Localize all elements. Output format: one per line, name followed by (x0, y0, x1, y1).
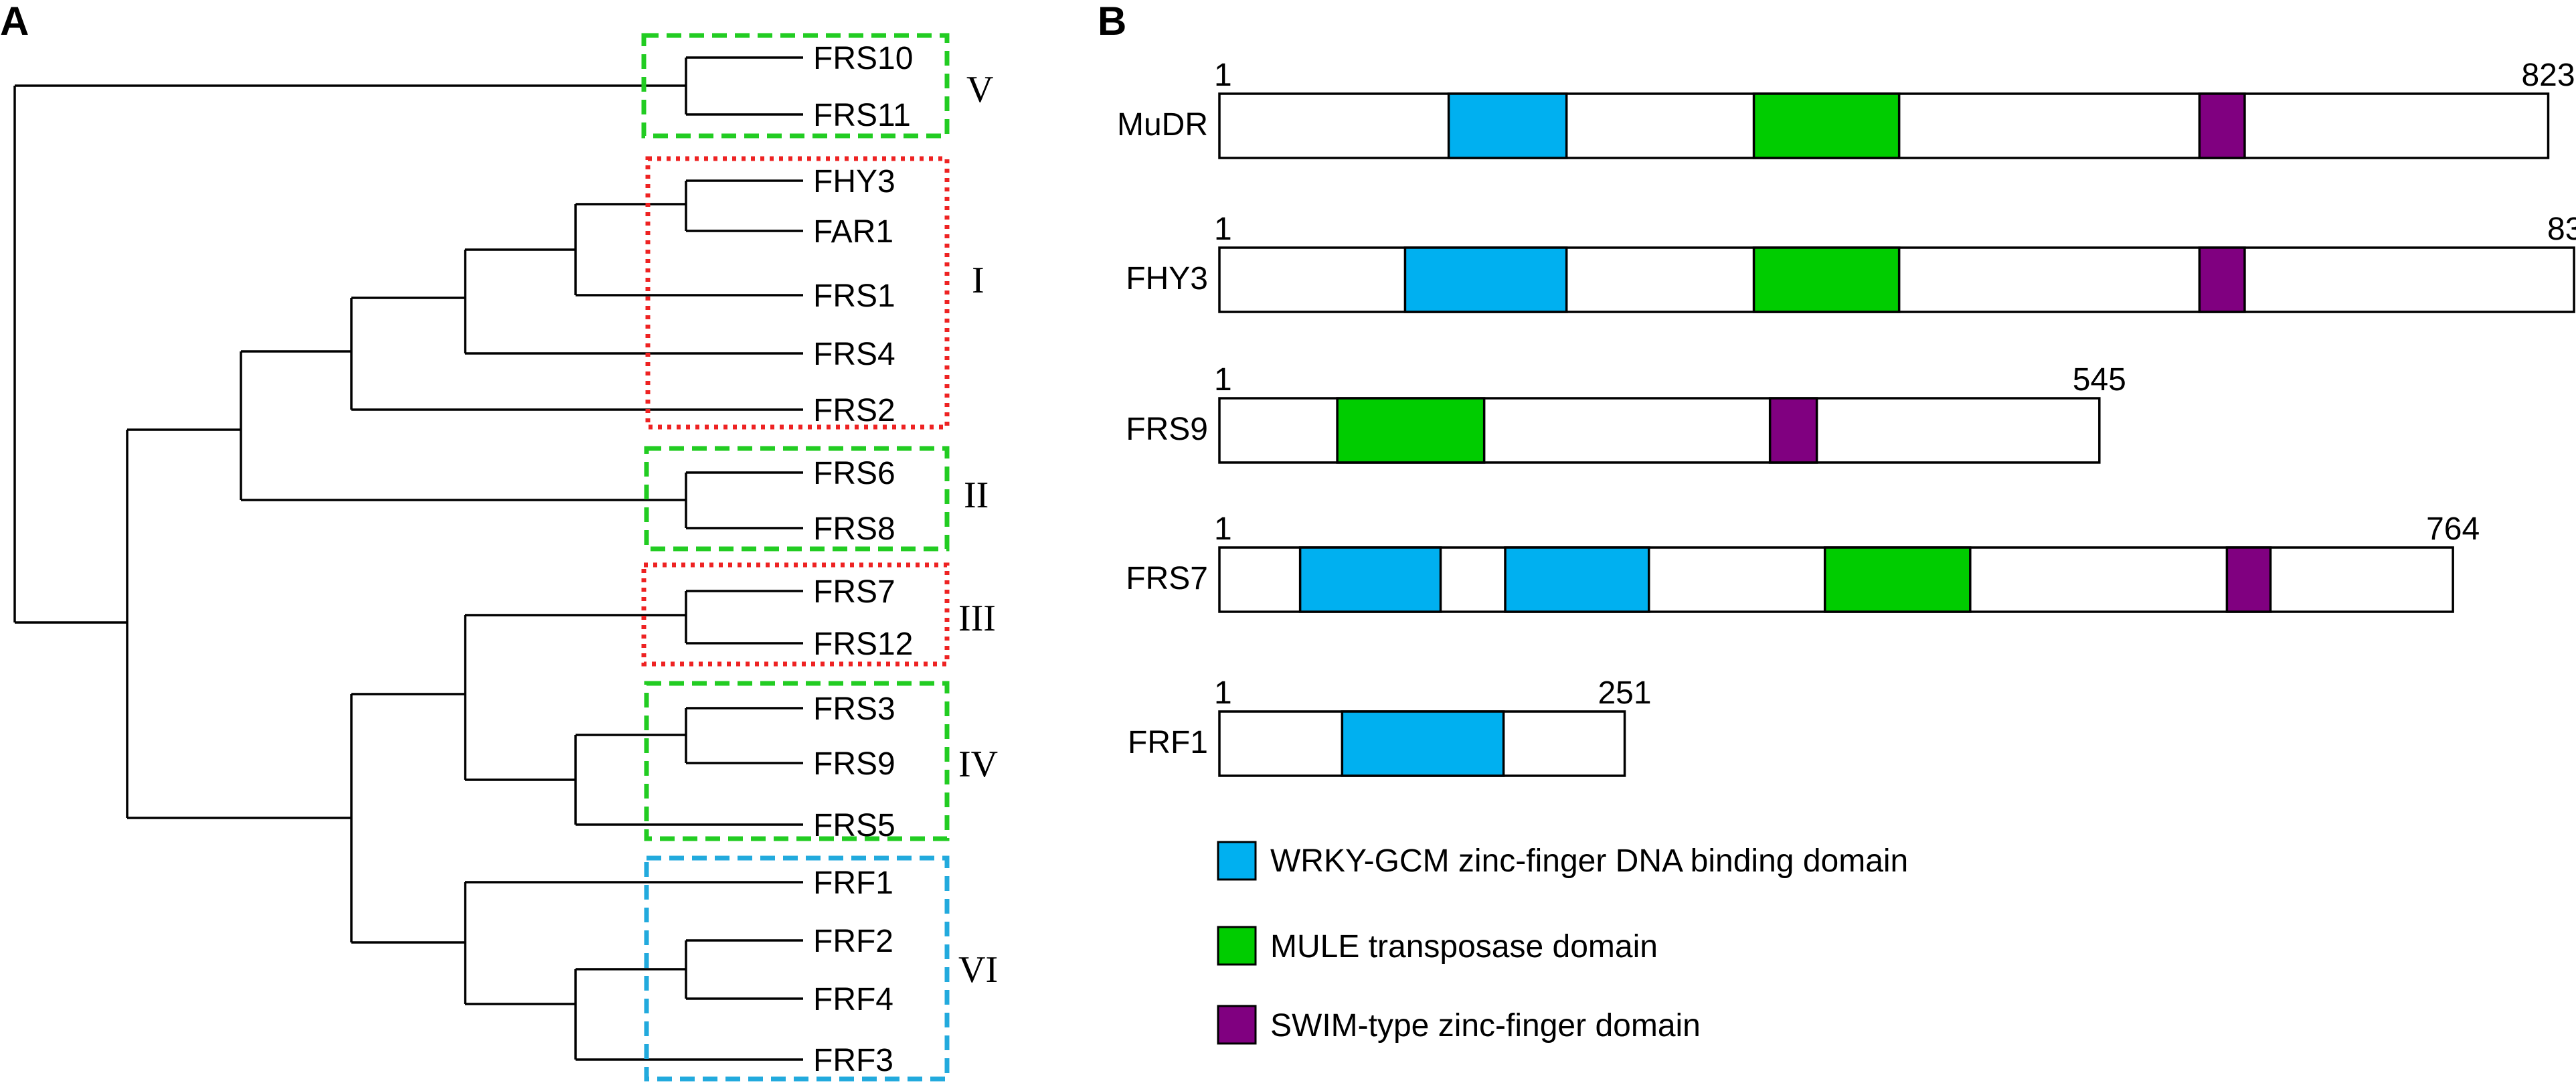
clade-group-boxes: V I II III IV VI (641, 33, 998, 1082)
group-label-vi: VI (958, 949, 998, 991)
leaf-label: FRS11 (813, 98, 911, 133)
leaf-label: FRF2 (813, 924, 893, 959)
length-label: 823 (2521, 58, 2575, 93)
leaf-label: FHY3 (813, 164, 895, 199)
protein-name-frs7: FRS7 (1126, 561, 1208, 596)
leaf-label: FRS6 (813, 456, 895, 491)
swim-domain (2225, 546, 2272, 613)
group-box-i (645, 156, 950, 430)
domain-legend: WRKY-GCM zinc-finger DNA binding domain … (1217, 841, 1908, 1045)
protein-name-frf1: FRF1 (1128, 725, 1208, 760)
panel-b-letter: B (1098, 0, 1126, 44)
wrky-domain (1447, 92, 1568, 159)
group-box-iv (644, 681, 950, 841)
leaf-label: FRS4 (813, 337, 895, 372)
start-position-label: 1 (1214, 362, 1232, 398)
leaf-label: FRS3 (813, 691, 895, 727)
legend-label-mule: MULE transposase domain (1270, 929, 1658, 965)
protein-name-frs9: FRS9 (1126, 412, 1208, 447)
length-label: 251 (1598, 675, 1651, 711)
phylogenetic-tree: FRS10 FRS11 FHY3 FAR1 FRS1 FRS4 FRS2 FRS… (13, 33, 998, 1082)
start-position-label: 1 (1214, 58, 1232, 93)
panel-a-letter: A (0, 0, 29, 44)
legend-swatch-wrky (1217, 841, 1257, 881)
length-label: 839 (2547, 212, 2576, 247)
group-box-vi (644, 855, 950, 1082)
group-label-iv: IV (958, 744, 998, 785)
length-label: 545 (2073, 362, 2126, 398)
wrky-domain (1341, 710, 1505, 777)
legend-label-wrky: WRKY-GCM zinc-finger DNA binding domain (1270, 843, 1908, 879)
start-position-label: 1 (1214, 675, 1232, 711)
group-label-iii: III (958, 598, 996, 639)
mule-domain (1752, 246, 1901, 313)
protein-name-fhy3: FHY3 (1126, 261, 1208, 297)
protein-name-mudr: MuDR (1117, 107, 1208, 143)
leaf-label: FRS10 (813, 41, 913, 76)
leaf-label: FRS1 (813, 278, 895, 314)
legend-label-swim: SWIM-type zinc-finger domain (1270, 1008, 1701, 1043)
start-position-label: 1 (1214, 212, 1232, 247)
swim-domain (2198, 246, 2246, 313)
wrky-domain (1403, 246, 1568, 313)
group-box-v (641, 33, 950, 139)
group-box-ii (644, 446, 950, 552)
mule-domain (1752, 92, 1901, 159)
mule-domain (1336, 397, 1486, 464)
group-box-iii (641, 562, 950, 667)
group-label-ii: II (964, 475, 989, 516)
leaf-label: FRS8 (813, 511, 895, 547)
start-position-label: 1 (1214, 511, 1232, 547)
leaf-label: FRS9 (813, 746, 895, 782)
leaf-label: FRS7 (813, 574, 895, 610)
legend-swatch-swim (1217, 1005, 1257, 1045)
length-label: 764 (2426, 511, 2480, 547)
leaf-label: FAR1 (813, 214, 893, 250)
leaf-label: FRS2 (813, 393, 895, 428)
group-label-i: I (972, 260, 984, 301)
leaf-label: FRF4 (813, 982, 893, 1017)
mule-domain (1823, 546, 1972, 613)
leaf-label: FRF3 (813, 1043, 893, 1078)
wrky-domain (1504, 546, 1650, 613)
wrky-domain (1298, 546, 1442, 613)
swim-domain (2198, 92, 2246, 159)
leaf-label: FRS12 (813, 626, 913, 662)
leaf-label: FRF1 (813, 865, 893, 901)
domain-architecture-panel: MuDR1823FHY31839FRS91545FRS71764FRF11251 (1117, 58, 2576, 777)
tree-leaf-labels: FRS10 FRS11 FHY3 FAR1 FRS1 FRS4 FRS2 FRS… (813, 41, 913, 1078)
legend-swatch-mule (1217, 926, 1257, 966)
tree-branches (13, 56, 803, 1061)
swim-domain (1768, 397, 1818, 464)
group-label-v: V (966, 69, 993, 110)
